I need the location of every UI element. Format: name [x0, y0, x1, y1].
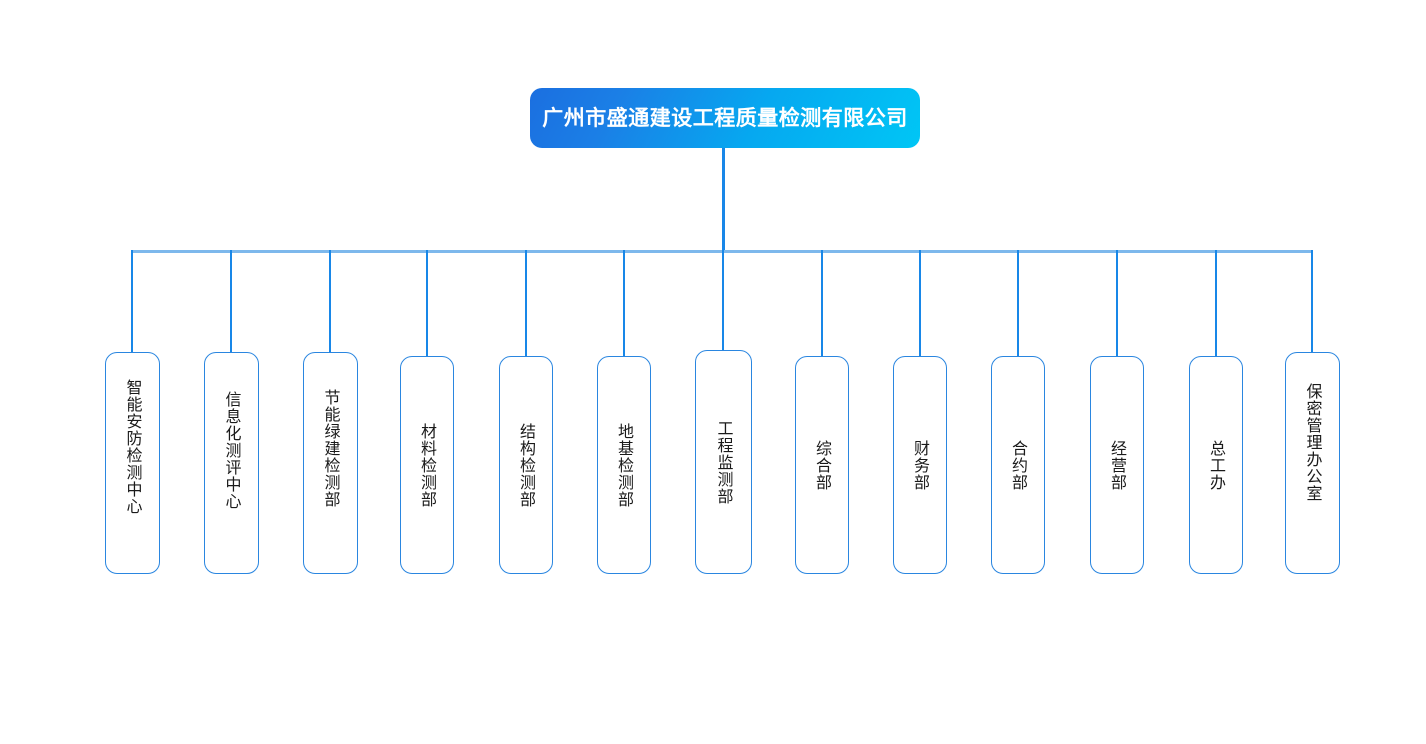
dept-label-13: 保密管理办公室 — [1303, 383, 1323, 502]
dept-box-13[interactable]: 保密管理办公室 — [1285, 352, 1340, 574]
dept-label-4: 材料检测部 — [417, 422, 437, 508]
root-node-label: 广州市盛通建设工程质量检测有限公司 — [542, 106, 908, 130]
dept-label-6: 地基检测部 — [614, 422, 634, 508]
connector-drop-8 — [821, 250, 823, 356]
dept-box-12[interactable]: 总工办 — [1189, 356, 1243, 574]
connector-drop-9 — [919, 250, 921, 356]
dept-box-3[interactable]: 节能绿建检测部 — [303, 352, 358, 574]
dept-box-9[interactable]: 财务部 — [893, 356, 947, 574]
connector-root-stem — [721, 148, 725, 253]
connector-drop-1 — [131, 250, 133, 352]
dept-box-4[interactable]: 材料检测部 — [400, 356, 454, 574]
connector-drop-6 — [623, 250, 625, 356]
dept-label-2: 信息化测评中心 — [222, 391, 242, 510]
dept-label-8: 综合部 — [812, 439, 832, 491]
dept-label-1: 智能安防检测中心 — [123, 379, 143, 515]
dept-label-10: 合约部 — [1008, 439, 1028, 491]
dept-label-12: 总工办 — [1206, 439, 1226, 491]
dept-box-8[interactable]: 综合部 — [795, 356, 849, 574]
connector-drop-2 — [230, 250, 232, 352]
connector-drop-13 — [1311, 250, 1313, 352]
dept-label-7: 工程监测部 — [714, 419, 734, 505]
dept-box-2[interactable]: 信息化测评中心 — [204, 352, 259, 574]
connector-drop-11 — [1116, 250, 1118, 356]
connector-drop-10 — [1017, 250, 1019, 356]
dept-label-11: 经营部 — [1107, 439, 1127, 491]
root-node-company[interactable]: 广州市盛通建设工程质量检测有限公司 — [530, 88, 920, 148]
dept-box-10[interactable]: 合约部 — [991, 356, 1045, 574]
dept-box-5[interactable]: 结构检测部 — [499, 356, 553, 574]
dept-box-1[interactable]: 智能安防检测中心 — [105, 352, 160, 574]
connector-drop-4 — [426, 250, 428, 356]
dept-label-5: 结构检测部 — [516, 422, 536, 508]
connector-drop-12 — [1215, 250, 1217, 356]
dept-label-9: 财务部 — [910, 439, 930, 491]
dept-box-11[interactable]: 经营部 — [1090, 356, 1144, 574]
dept-label-3: 节能绿建检测部 — [321, 389, 341, 508]
dept-box-7[interactable]: 工程监测部 — [695, 350, 752, 574]
dept-box-6[interactable]: 地基检测部 — [597, 356, 651, 574]
connector-drop-3 — [329, 250, 331, 352]
connector-drop-5 — [525, 250, 527, 356]
connector-drop-7 — [722, 250, 724, 350]
